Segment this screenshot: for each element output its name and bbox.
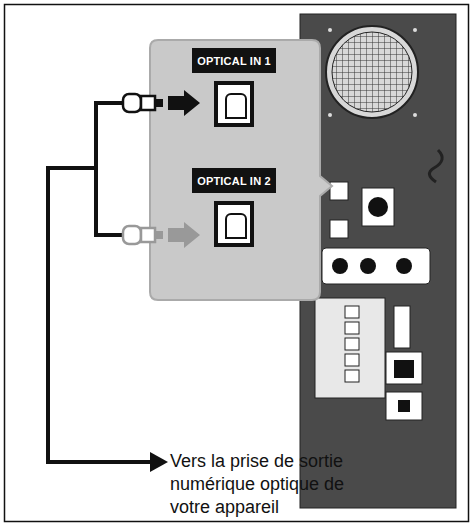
- frame: [5, 5, 469, 522]
- port-label: OPTICAL IN 1: [192, 48, 276, 73]
- port-label: OPTICAL IN 2: [192, 168, 276, 193]
- connection-note: Vers la prise de sortie numérique optiqu…: [170, 450, 385, 519]
- optical-cables: [48, 90, 200, 472]
- optical-jack: [214, 81, 254, 127]
- optical-jack: [214, 201, 254, 247]
- callout-panel: [150, 40, 332, 300]
- device-panel: [300, 14, 456, 508]
- optical-input: OPTICAL IN 2: [192, 168, 276, 247]
- optical-input: OPTICAL IN 1: [192, 48, 276, 127]
